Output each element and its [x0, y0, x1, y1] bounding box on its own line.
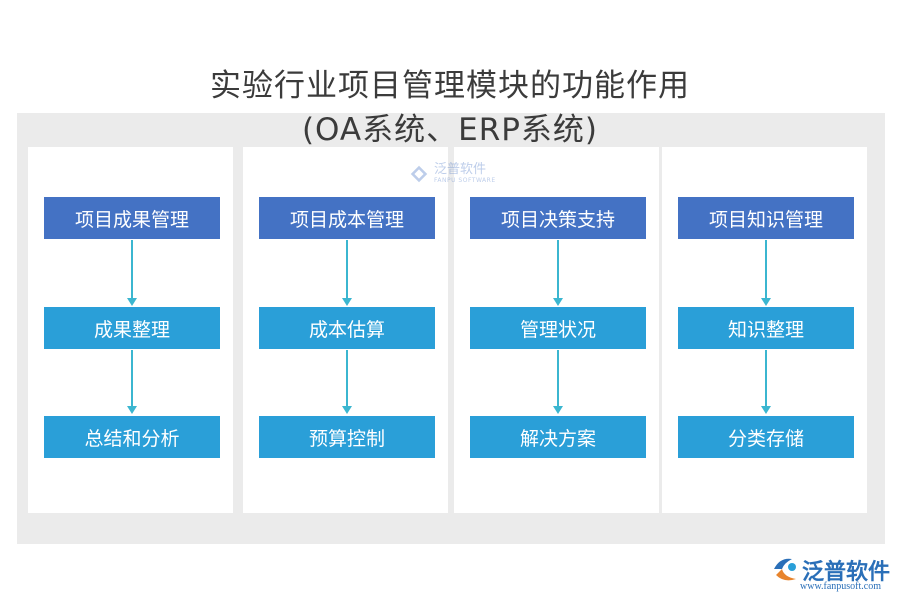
- node-mid: 知识整理: [678, 307, 854, 349]
- node-low: 解决方案: [470, 416, 646, 458]
- arrow-down: [553, 350, 563, 414]
- arrow-down: [761, 240, 771, 306]
- diagram-title: 实验行业项目管理模块的功能作用: [210, 68, 690, 104]
- node-low: 预算控制: [259, 416, 435, 458]
- arrow-down: [127, 350, 137, 414]
- node-head: 项目成果管理: [44, 197, 220, 239]
- fanpu-logo-icon: [774, 558, 796, 581]
- node-low: 分类存储: [678, 416, 854, 458]
- node-head: 项目决策支持: [470, 197, 646, 239]
- watermark-name: 泛普软件: [434, 162, 487, 177]
- watermark-sub: FANPU SOFTWARE: [434, 177, 496, 184]
- column-achievement: 项目成果管理 成果整理 总结和分析: [28, 147, 233, 513]
- arrow-down: [342, 240, 352, 306]
- diagram-subtitle: (OA系统、ERP系统): [301, 112, 599, 148]
- node-mid: 成本估算: [259, 307, 435, 349]
- arrow-down: [342, 350, 352, 414]
- brand-logo: 泛普软件 www.fanpusoft.com: [770, 552, 895, 596]
- column-cost: 项目成本管理 成本估算 预算控制: [243, 147, 448, 513]
- node-head: 项目知识管理: [678, 197, 854, 239]
- node-mid: 管理状况: [470, 307, 646, 349]
- node-low: 总结和分析: [44, 416, 220, 458]
- column-decision: 项目决策支持 管理状况 解决方案: [454, 147, 659, 513]
- arrow-down: [127, 240, 137, 306]
- watermark: 泛普软件 FANPU SOFTWARE: [408, 160, 498, 188]
- node-mid: 成果整理: [44, 307, 220, 349]
- arrow-down: [761, 350, 771, 414]
- node-head: 项目成本管理: [259, 197, 435, 239]
- logo-url: www.fanpusoft.com: [800, 581, 882, 592]
- logo-name: 泛普软件: [802, 560, 891, 585]
- fanpu-logo-icon: [410, 165, 428, 183]
- arrow-down: [553, 240, 563, 306]
- column-knowledge: 项目知识管理 知识整理 分类存储: [662, 147, 867, 513]
